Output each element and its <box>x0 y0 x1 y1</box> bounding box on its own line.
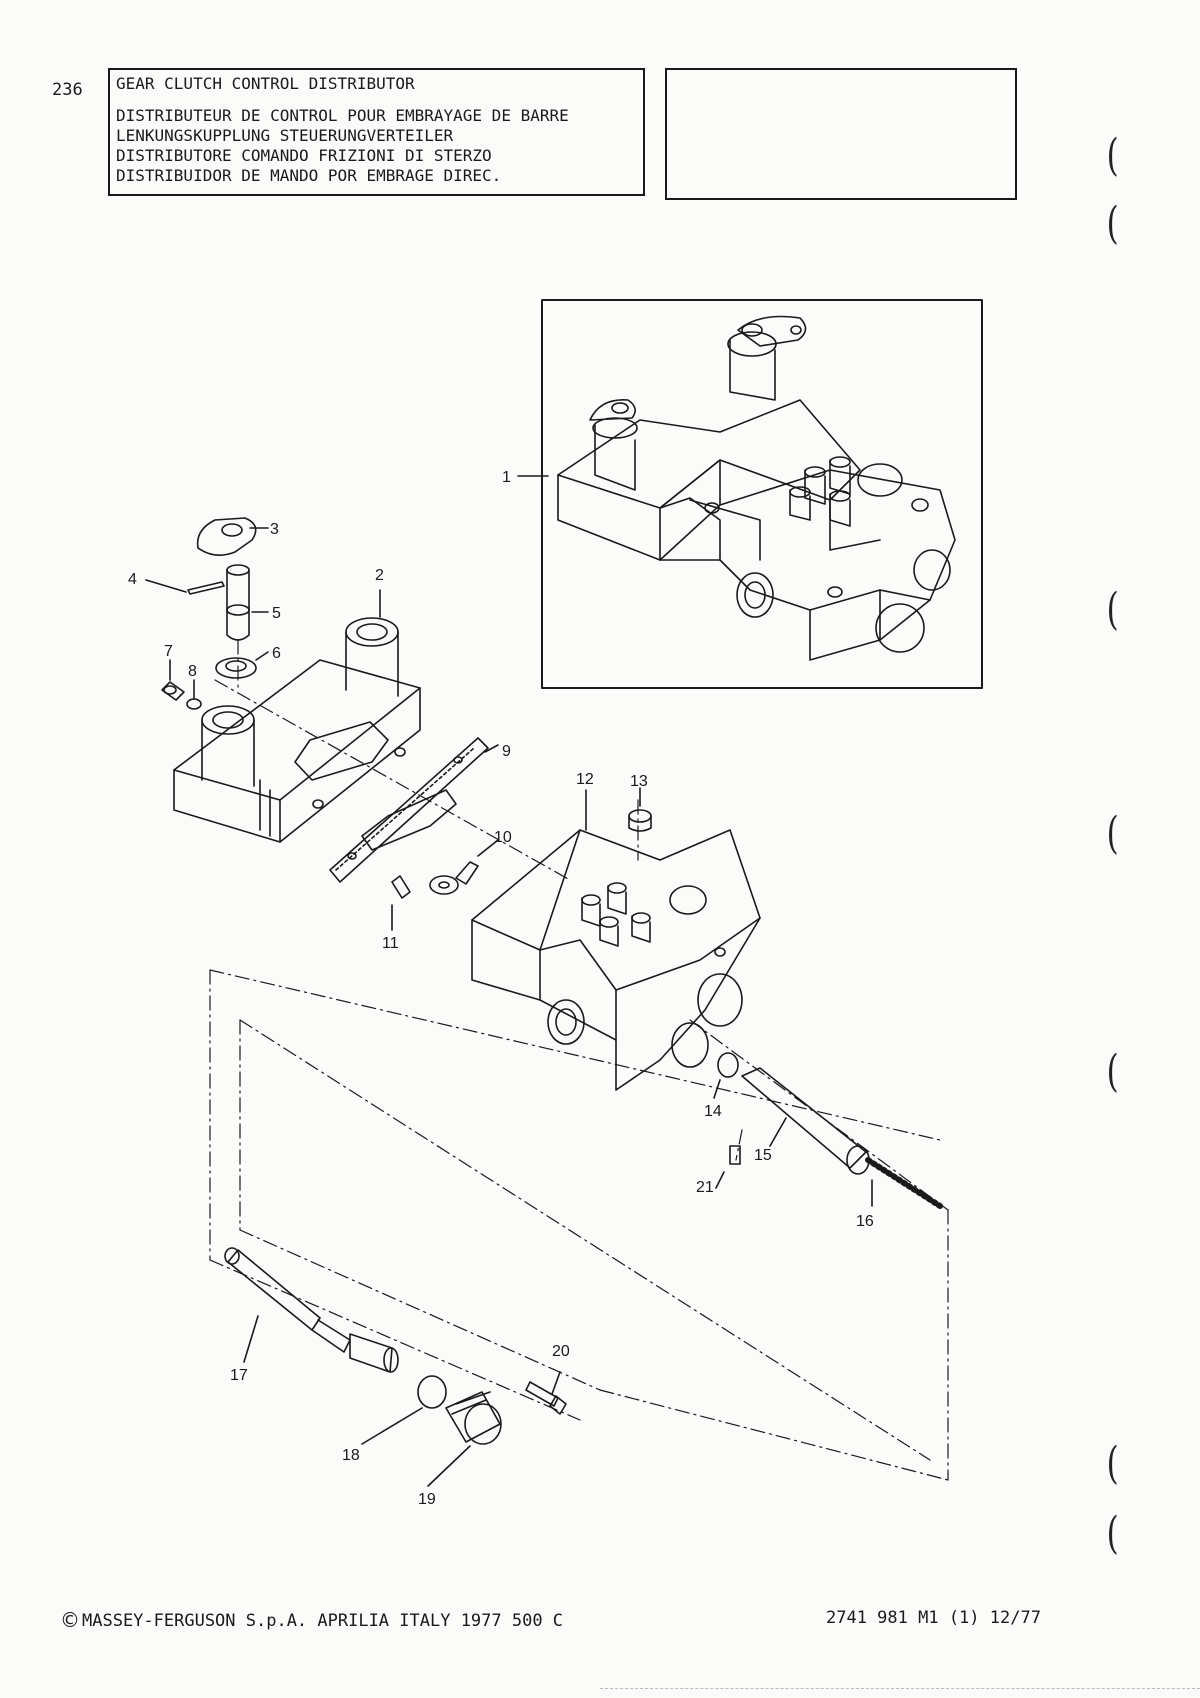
part-4-pin <box>145 579 225 595</box>
callout-labels: 1 2 3 4 5 6 7 8 9 10 11 12 13 14 15 16 1… <box>128 469 874 1508</box>
blank-reference-box <box>665 68 1017 200</box>
callout-7: 7 <box>164 643 173 660</box>
part-6-washer <box>215 651 269 679</box>
part-13-plug <box>628 787 652 832</box>
callout-17: 17 <box>230 1367 248 1384</box>
callout-19: 19 <box>418 1491 436 1508</box>
binder-mark: ( <box>1106 1046 1119 1097</box>
part-5-shaft <box>226 564 269 641</box>
part-16-spring <box>865 1157 943 1209</box>
title-box: GEAR CLUTCH CONTROL DISTRIBUTOR DISTRIBU… <box>108 68 645 196</box>
binder-mark: ( <box>1106 808 1119 859</box>
callout-16: 16 <box>856 1213 874 1230</box>
part-3-lever <box>196 517 269 556</box>
title-italian: DISTRIBUTORE COMANDO FRIZIONI DI STERZO <box>116 146 492 165</box>
footer-copyright: ©MASSEY-FERGUSON S.p.A. APRILIA ITALY 19… <box>60 1608 563 1632</box>
part-17-spool <box>224 1247 399 1373</box>
part-19-end-cap <box>427 1391 502 1487</box>
part-2-body <box>173 589 421 843</box>
part-8-washer <box>186 679 202 710</box>
part-12-valve-housing <box>471 789 761 1091</box>
part-18-snap-ring <box>361 1375 447 1445</box>
title-english: GEAR CLUTCH CONTROL DISTRIBUTOR <box>116 74 415 93</box>
callout-18: 18 <box>342 1447 360 1464</box>
part-10-banjo-fitting <box>429 839 499 895</box>
callout-3: 3 <box>270 521 279 538</box>
part-20-screw <box>525 1371 567 1415</box>
callout-21: 21 <box>696 1179 714 1196</box>
title-spanish: DISTRIBUIDOR DE MANDO POR EMBRAGE DIREC. <box>116 166 502 185</box>
part-11-dowel <box>391 875 411 931</box>
callout-11: 11 <box>382 935 399 952</box>
callout-8: 8 <box>188 663 197 680</box>
part-7-screw <box>161 659 185 701</box>
binder-mark: ( <box>1106 198 1119 249</box>
callout-15: 15 <box>754 1147 772 1164</box>
callout-20: 20 <box>552 1343 570 1360</box>
binder-mark: ( <box>1106 1438 1119 1489</box>
assembly-inset-frame <box>541 299 983 689</box>
part-15-plunger <box>741 1067 870 1175</box>
callout-2: 2 <box>375 567 384 584</box>
footer-divider <box>600 1688 1200 1689</box>
copyright-symbol: © <box>60 1608 80 1632</box>
part-14-o-ring <box>713 1052 739 1099</box>
title-german: LENKUNGSKUPPLUNG STEUERUNGVERTEILER <box>116 126 454 145</box>
callout-12: 12 <box>576 771 594 788</box>
callout-4: 4 <box>128 571 137 588</box>
publisher-text: MASSEY-FERGUSON S.p.A. APRILIA ITALY 197… <box>82 1611 564 1631</box>
callout-1: 1 <box>502 469 511 486</box>
part-9-gasket <box>329 737 499 883</box>
callout-6: 6 <box>272 645 281 662</box>
footer-part-number: 2741 981 M1 (1) 12/77 <box>826 1608 1041 1628</box>
callout-13: 13 <box>630 773 648 790</box>
callout-14: 14 <box>704 1103 722 1120</box>
binder-mark: ( <box>1106 1508 1119 1559</box>
part-21-pin <box>715 1145 741 1189</box>
callout-9: 9 <box>502 743 511 760</box>
binder-mark: ( <box>1106 130 1119 181</box>
page-number: 236 <box>52 80 83 100</box>
binder-mark: ( <box>1106 584 1119 635</box>
title-french: DISTRIBUTEUR DE CONTROL POUR EMBRAYAGE D… <box>116 106 569 125</box>
callout-5: 5 <box>272 605 281 622</box>
assembly-axis-lines <box>209 639 949 1481</box>
callout-10: 10 <box>494 829 512 846</box>
assembled-distributor-drawing <box>557 315 956 661</box>
